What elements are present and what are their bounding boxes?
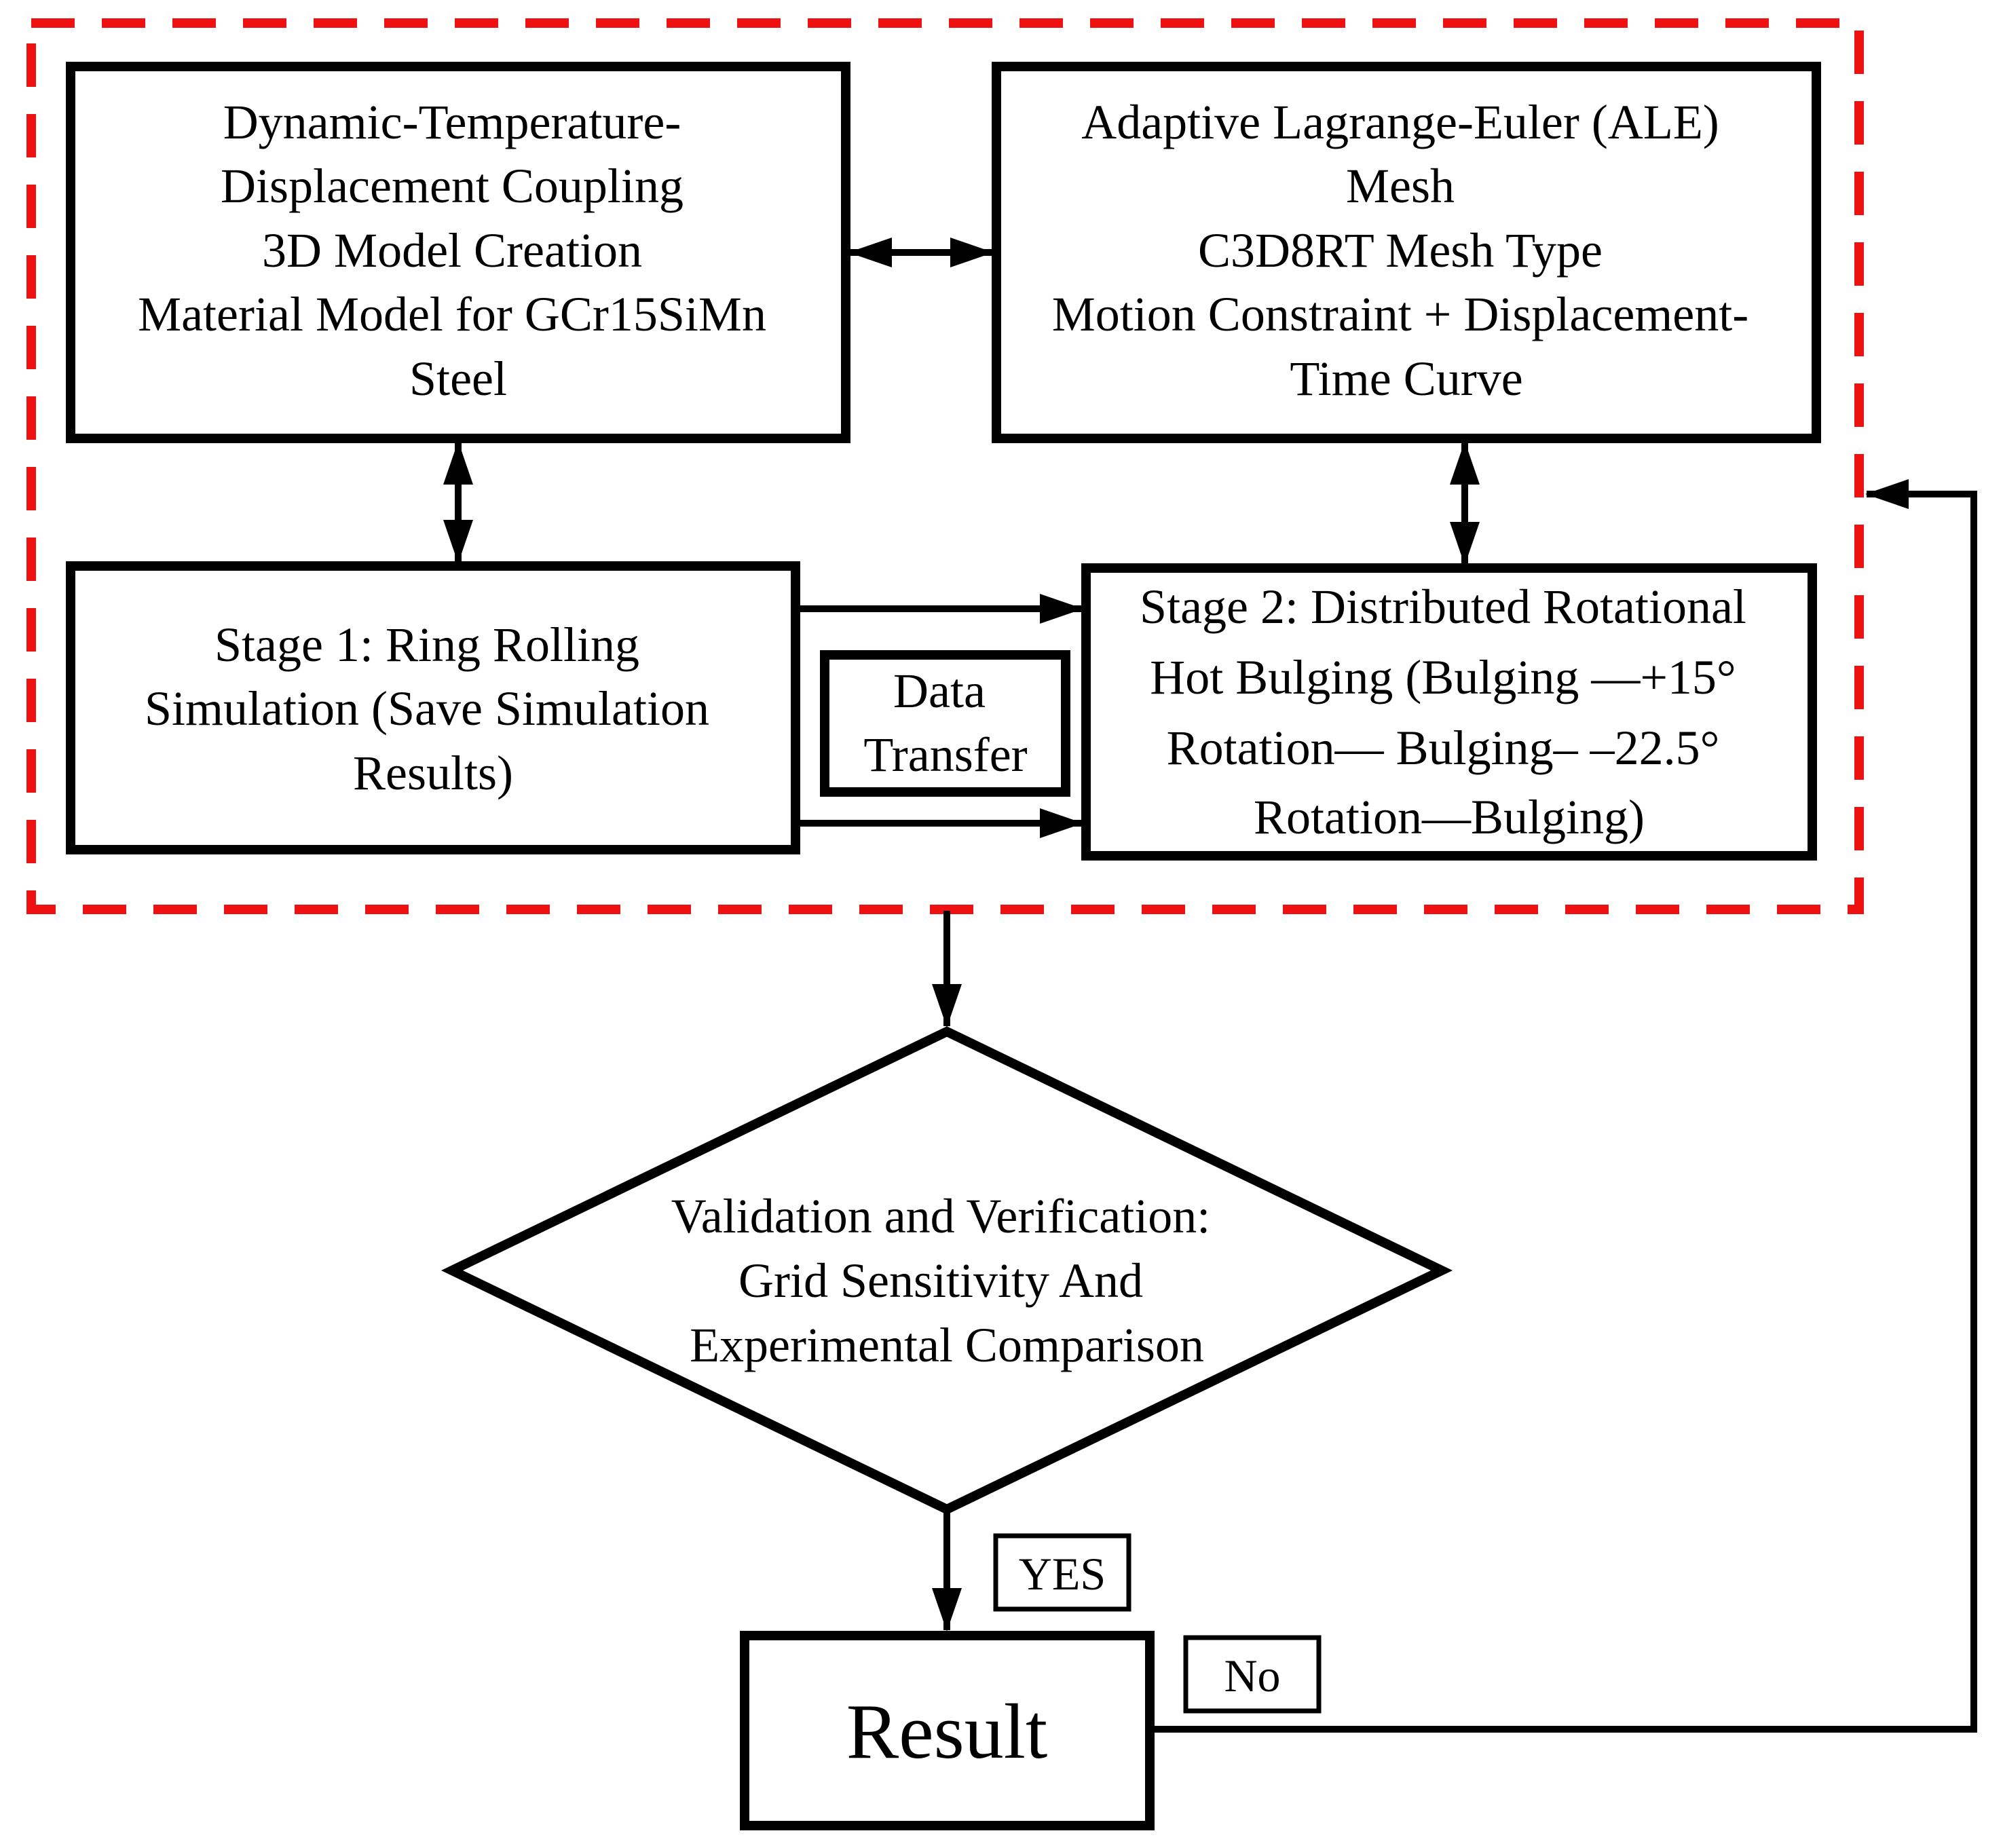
ale-mesh-box bbox=[992, 62, 1821, 443]
model-creation-line-5: Steel bbox=[409, 352, 507, 406]
stage2-line-3: Rotation— Bulging– –22.5° bbox=[1167, 721, 1720, 775]
yes-label: YES bbox=[1019, 1548, 1106, 1600]
yes-label-box bbox=[993, 1533, 1131, 1612]
stage1-line-2: Simulation (Save Simulation bbox=[145, 681, 709, 736]
result-label: Result bbox=[846, 1689, 1047, 1775]
stage2-line-2: Hot Bulging (Bulging —+15° bbox=[1150, 650, 1736, 704]
stage2-line-4: Rotation—Bulging) bbox=[1254, 790, 1645, 844]
model-creation-line-1: Dynamic-Temperature- bbox=[223, 95, 681, 149]
ale-mesh-line-2: Mesh bbox=[1346, 159, 1455, 213]
validation-decision-text: Validation and Verification: Grid Sensit… bbox=[671, 1189, 1222, 1372]
ale-mesh-line-5: Time Curve bbox=[1290, 352, 1522, 406]
ale-mesh-line-4: Motion Constraint + Displacement- bbox=[1052, 287, 1748, 341]
decision-line-2: Grid Sensitivity And bbox=[738, 1253, 1143, 1308]
stage2-line-1: Stage 2: Distributed Rotational bbox=[1140, 580, 1746, 634]
stage1-box bbox=[66, 561, 800, 854]
stage2-box bbox=[1081, 563, 1817, 861]
stage1-text: Stage 1: Ring Rolling Simulation (Save S… bbox=[145, 618, 722, 800]
model-creation-line-2: Displacement Coupling bbox=[221, 159, 684, 213]
data-transfer-line-1: Data bbox=[893, 664, 986, 718]
model-creation-line-4: Material Model for GCr15SiMn bbox=[138, 287, 766, 341]
data-transfer-text: Data Transfer bbox=[863, 664, 1027, 782]
decision-line-1: Validation and Verification: bbox=[671, 1189, 1210, 1243]
no-feedback-arrow bbox=[1150, 479, 1977, 1733]
ale-mesh-line-3: C3D8RT Mesh Type bbox=[1198, 223, 1603, 278]
no-label-box bbox=[1183, 1635, 1322, 1714]
data-transfer-line-2: Transfer bbox=[863, 728, 1027, 782]
simulation-stage-frame bbox=[26, 18, 1864, 914]
ale-mesh-line-1: Adaptive Lagrange-Euler (ALE) bbox=[1081, 95, 1719, 149]
data-transfer-box bbox=[820, 650, 1070, 797]
stage1-line-3: Results) bbox=[353, 746, 513, 800]
stage1-line-1: Stage 1: Ring Rolling bbox=[214, 618, 639, 672]
model-creation-box bbox=[66, 62, 850, 443]
stage2-text: Stage 2: Distributed Rotational Hot Bulg… bbox=[1140, 580, 1759, 844]
decision-line-3: Experimental Comparison bbox=[690, 1318, 1204, 1372]
model-creation-text: Dynamic-Temperature- Displacement Coupli… bbox=[138, 95, 779, 406]
model-creation-line-3: 3D Model Creation bbox=[262, 223, 642, 278]
ale-mesh-text: Adaptive Lagrange-Euler (ALE) Mesh C3D8R… bbox=[1052, 95, 1761, 406]
no-label: No bbox=[1224, 1650, 1280, 1701]
